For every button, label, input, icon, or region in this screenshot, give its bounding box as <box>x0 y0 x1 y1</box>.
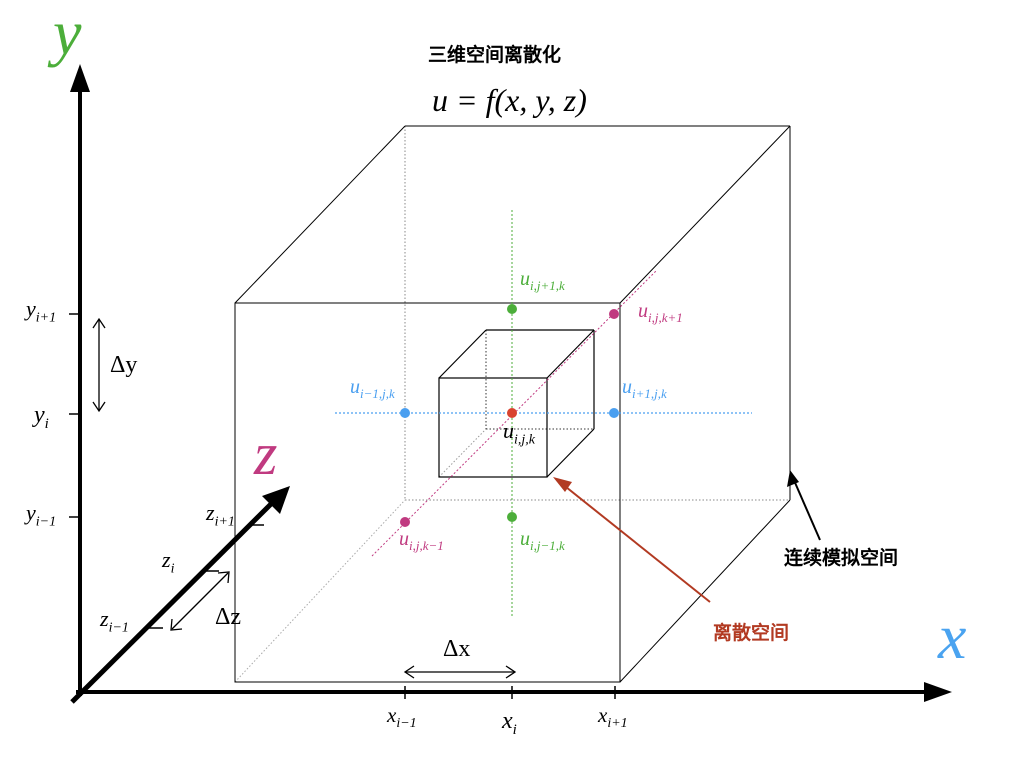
y-axis-arrowhead <box>70 64 90 92</box>
z-axis-label: z <box>254 421 278 487</box>
label-y-plus: ui,j+1,k <box>520 268 565 293</box>
x-tick-label: xi−1 <box>387 703 417 732</box>
discrete-pointer <box>560 482 711 603</box>
y-axis-label: y <box>53 0 82 68</box>
delta-x-label: Δx <box>443 636 471 662</box>
z-tick-label: zi+1 <box>206 500 235 530</box>
label-z-minus: ui,j,k−1 <box>399 528 444 553</box>
label-center: ui,j,k <box>503 418 535 448</box>
delta-y-label: Δy <box>110 352 138 378</box>
x-tick-label: xi+1 <box>598 703 628 732</box>
x-axis-arrowhead <box>924 682 952 702</box>
z-axis-arrowhead <box>262 486 290 514</box>
continuous-pointer <box>792 477 821 541</box>
continuous-space-cube <box>234 125 791 683</box>
z-tick-label: zi−1 <box>100 606 129 636</box>
z-tick-label: zi <box>162 547 175 577</box>
z-axis <box>70 501 274 704</box>
delta-arrows <box>92 317 517 679</box>
point-y-minus <box>507 512 517 522</box>
y-tick-label: yi <box>34 402 49 432</box>
y-tick-label: yi−1 <box>26 500 57 530</box>
discrete-space-annotation: 离散空间 <box>713 622 790 644</box>
label-y-minus: ui,j−1,k <box>520 528 565 553</box>
continuous-space-annotation: 连续模拟空间 <box>784 547 899 569</box>
axes <box>69 64 952 704</box>
point-z-minus <box>400 517 410 527</box>
label-x-minus: ui−1,j,k <box>350 376 395 401</box>
label-z-plus: ui,j,k+1 <box>638 300 683 325</box>
x-axis-label: x <box>938 601 967 672</box>
delta-z-label: Δz <box>215 604 242 630</box>
formula: u = f(x, y, z) <box>432 82 587 118</box>
discrete-cell-cube <box>438 329 595 478</box>
center-point <box>507 408 517 418</box>
diagram-title: 三维空间离散化 <box>428 44 562 66</box>
x-tick-label: xi <box>502 708 517 738</box>
point-y-plus <box>507 304 517 314</box>
label-x-plus: ui+1,j,k <box>622 376 667 401</box>
point-x-minus <box>400 408 410 418</box>
point-x-plus <box>609 408 619 418</box>
y-tick-label: yi+1 <box>26 296 57 326</box>
point-z-plus <box>609 309 619 319</box>
hidden-edge <box>234 499 406 683</box>
